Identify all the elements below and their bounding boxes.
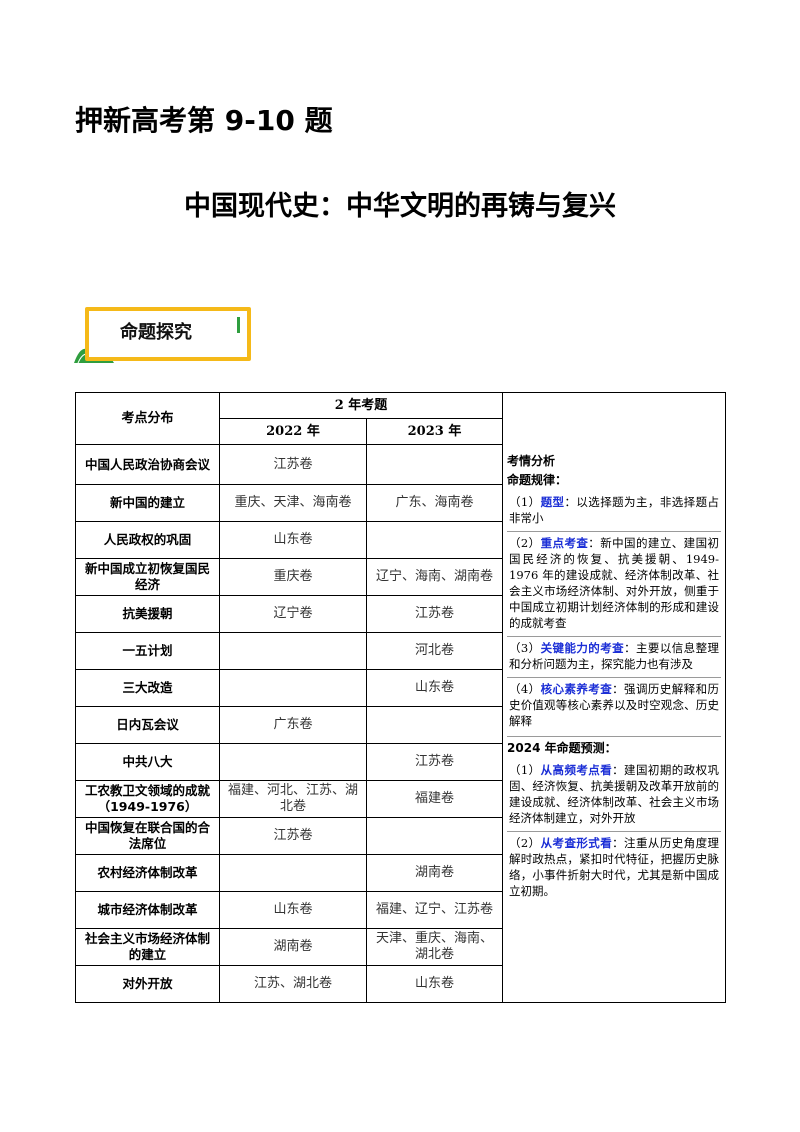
year-2023-cell: 江苏卷: [365, 743, 504, 781]
table-row: 人民政权的巩固山东卷: [75, 521, 726, 559]
year-2023-cell: [365, 706, 504, 744]
analysis-item: （3）关键能力的考查：主要以信息整理和分析问题为主，探究能力也有涉及: [507, 636, 722, 677]
header-topic: 考点分布: [75, 392, 220, 445]
badge-frame: [85, 307, 251, 361]
year-2022-cell: [219, 669, 367, 707]
analysis-item-key: 题型: [540, 495, 565, 509]
analysis-item-num: （1）: [509, 763, 541, 777]
analysis-item-text: ：强调历史解释和历史价值观等核心素养以及时空观念、历史解释: [509, 682, 720, 728]
analysis-item-num: （1）: [509, 495, 541, 509]
topic-cell: 新中国成立初恢复国民经济: [75, 558, 220, 596]
analysis-item-key: 从高频考点看: [540, 763, 613, 777]
year-2022-cell: 山东卷: [219, 891, 367, 929]
year-2023-cell: [365, 444, 504, 485]
analysis-item-text: ：以选择题为主，非选择题占非常小: [509, 495, 720, 525]
analysis-item-key: 从考查形式看: [540, 836, 613, 850]
topic-cell: 人民政权的巩固: [75, 521, 220, 559]
topic-cell: 农村经济体制改革: [75, 854, 220, 892]
year-2023-cell: 山东卷: [365, 669, 504, 707]
topic-cell: 中国人民政治协商会议: [75, 444, 220, 485]
analysis-item-num: （2）: [509, 836, 541, 850]
analysis-heading: 考情分析: [507, 454, 556, 468]
year-2023-cell: 山东卷: [365, 965, 504, 1003]
year-2023-cell: 福建卷: [365, 780, 504, 818]
topic-cell: 对外开放: [75, 965, 220, 1003]
table-row: 日内瓦会议广东卷: [75, 706, 726, 744]
analysis-cell: 考情分析 命题规律： （1）题型：以选择题为主，非选择题占非常小（2）重点考查：…: [502, 392, 727, 1003]
analysis-item-key: 关键能力的考查: [540, 641, 625, 655]
table-row: 对外开放江苏、湖北卷山东卷: [75, 965, 726, 1003]
topic-cell: 工农教卫文领域的成就（1949-1976）: [75, 780, 220, 818]
analysis-item: （1）从高频考点看：建国初期的政权巩固、经济恢复、抗美援朝及改革开放前的建设成就…: [507, 759, 721, 831]
topic-cell: 三大改造: [75, 669, 220, 707]
year-2022-cell: 重庆卷: [219, 558, 367, 596]
topic-cell: 社会主义市场经济体制的建立: [75, 928, 220, 966]
analysis-item-text: ：建国初期的政权巩固、经济恢复、抗美援朝及改革开放前的建设成就、经济体制改革、社…: [509, 763, 720, 825]
table-row: 中国恢复在联合国的合法席位江苏卷: [75, 817, 726, 855]
year-2022-cell: 山东卷: [219, 521, 367, 559]
header-2023: 2023 年: [365, 418, 504, 445]
table-row: 工农教卫文领域的成就（1949-1976）福建、河北、江苏、湖北卷福建卷: [75, 780, 726, 818]
table-row: 社会主义市场经济体制的建立湖南卷天津、重庆、海南、湖北卷: [75, 928, 726, 966]
topic-cell: 中共八大: [75, 743, 220, 781]
year-2022-cell: [219, 743, 367, 781]
topic-cell: 抗美援朝: [75, 595, 220, 633]
year-2022-cell: [219, 854, 367, 892]
year-2022-cell: 福建、河北、江苏、湖北卷: [219, 780, 367, 818]
year-2023-cell: 广东、海南卷: [365, 484, 504, 522]
year-2022-cell: 湖南卷: [219, 928, 367, 966]
analysis-item-num: （3）: [509, 641, 541, 655]
year-2023-cell: 福建、辽宁、江苏卷: [365, 891, 504, 929]
badge-label: 命题探究: [120, 322, 192, 343]
page-title: 押新高考第 9-10 题: [75, 104, 333, 137]
year-2023-cell: 河北卷: [365, 632, 504, 670]
analysis-item: （2）从考查形式看：注重从历史角度理解时政热点，紧扣时代特征，把握历史脉络，小事…: [507, 831, 722, 904]
year-2023-cell: [365, 817, 504, 855]
year-2023-cell: [365, 521, 504, 559]
year-2022-cell: 重庆、天津、海南卷: [219, 484, 367, 522]
year-2023-cell: 天津、重庆、海南、湖北卷: [365, 928, 504, 966]
analysis-item-text: ：主要以信息整理和分析问题为主，探究能力也有涉及: [509, 641, 720, 671]
year-2022-cell: 江苏卷: [219, 817, 367, 855]
year-2022-cell: 江苏、湖北卷: [219, 965, 367, 1003]
table-row: 新中国的建立重庆、天津、海南卷广东、海南卷: [75, 484, 726, 522]
badge-accent: [237, 317, 240, 333]
topic-cell: 中国恢复在联合国的合法席位: [75, 817, 220, 855]
year-2022-cell: [219, 632, 367, 670]
year-2023-cell: 江苏卷: [365, 595, 504, 633]
forecast-list: （1）从高频考点看：建国初期的政权巩固、经济恢复、抗美援朝及改革开放前的建设成就…: [507, 759, 722, 904]
topic-cell: 新中国的建立: [75, 484, 220, 522]
analysis-item-text: ：注重从历史角度理解时政热点，紧扣时代特征，把握历史脉络，小事件折射大时代，尤其…: [509, 836, 720, 898]
analysis-item-num: （4）: [509, 682, 541, 696]
header-2022: 2022 年: [219, 418, 367, 445]
analysis-item: （4）核心素养考查：强调历史解释和历史价值观等核心素养以及时空观念、历史解释: [507, 677, 722, 734]
exam-topic-table: 考点分布 2 年考题 考情分析 命题规律： （1）题型：以选择题为主，非选择题占…: [75, 392, 727, 1003]
year-2022-cell: 辽宁卷: [219, 595, 367, 633]
rule-heading: 命题规律：: [507, 473, 568, 487]
topic-cell: 日内瓦会议: [75, 706, 220, 744]
topic-cell: 城市经济体制改革: [75, 891, 220, 929]
table-row: 中共八大 江苏卷: [75, 743, 726, 781]
rule-list: （1）题型：以选择题为主，非选择题占非常小（2）重点考查：新中国的建立、建国初国…: [507, 491, 722, 734]
page-subtitle: 中国现代史：中华文明的再铸与复兴: [184, 191, 616, 222]
year-2022-cell: 江苏卷: [219, 444, 367, 485]
year-2022-cell: 广东卷: [219, 706, 367, 744]
year-2023-cell: 湖南卷: [365, 854, 504, 892]
year-2023-cell: 辽宁、海南、湖南卷: [365, 558, 504, 596]
forecast-heading: 2024 年命题预测：: [507, 736, 722, 756]
analysis-item-text: ：新中国的建立、建国初国民经济的恢复、抗美援朝、1949-1976 年的建设成就…: [509, 536, 720, 630]
analysis-item: （2）重点考查：新中国的建立、建国初国民经济的恢复、抗美援朝、1949-1976…: [507, 531, 722, 636]
section-badge: 命题探究: [74, 305, 251, 363]
analysis-item-num: （2）: [509, 536, 541, 550]
analysis-item-key: 核心素养考查: [540, 682, 613, 696]
analysis-item-key: 重点考查: [540, 536, 589, 550]
analysis-item: （1）题型：以选择题为主，非选择题占非常小: [507, 491, 721, 531]
header-years-group: 2 年考题: [218, 392, 504, 419]
topic-cell: 一五计划: [75, 632, 220, 670]
